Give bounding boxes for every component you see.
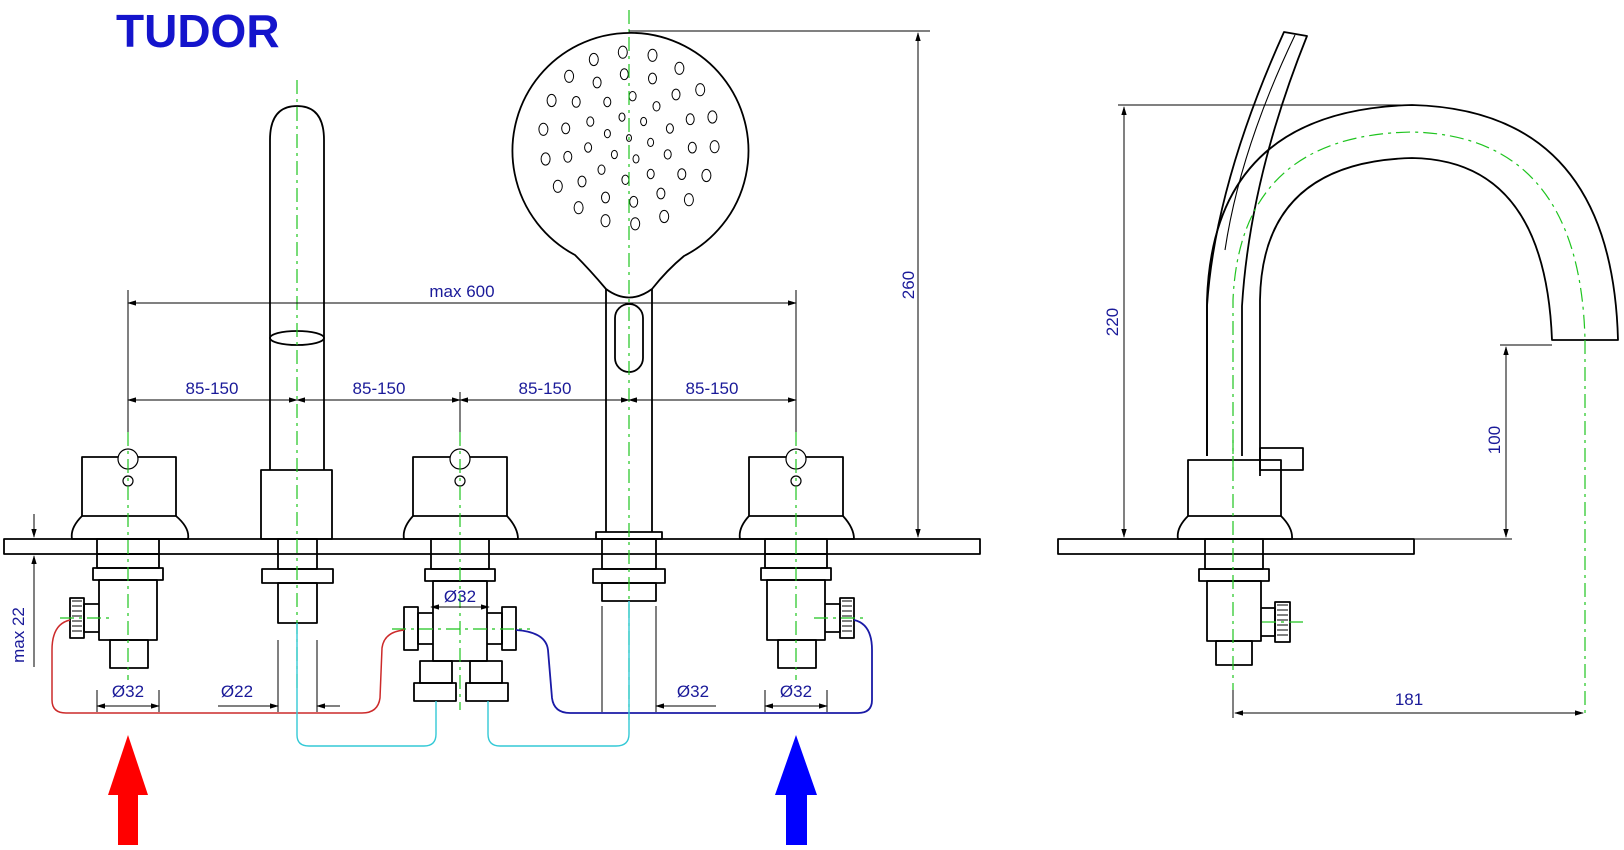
- nozzle-hole: [571, 96, 581, 108]
- nozzle-hole: [665, 123, 674, 134]
- cold-pipe: [515, 619, 873, 714]
- dim-outlet-height-100: 100: [1485, 426, 1504, 454]
- nozzle-hole: [652, 101, 661, 112]
- nozzle-hole: [538, 122, 549, 136]
- nozzle-hole: [588, 52, 599, 67]
- nozzle-hole: [663, 149, 672, 160]
- nozzle-hole: [687, 141, 697, 154]
- nozzle-hole: [564, 69, 575, 83]
- dim-deck-max-22: max 22: [9, 607, 28, 663]
- nozzle-hole: [701, 168, 712, 183]
- dim-shower-diameter: Ø32: [677, 682, 709, 701]
- nozzle-hole: [601, 191, 610, 204]
- hot-valve: [69, 448, 190, 669]
- dim-hot-diameter: Ø32: [112, 682, 144, 701]
- side-view: 220 100 181: [1057, 31, 1619, 718]
- hot-pipe: [51, 619, 405, 714]
- nozzle-hole: [709, 140, 720, 154]
- nozzle-hole: [618, 112, 626, 122]
- nozzle-hole: [674, 61, 685, 75]
- nozzle-hole: [707, 110, 718, 124]
- nozzle-hole: [629, 195, 639, 208]
- nozzle-hole: [600, 214, 611, 228]
- shower-pipe: [487, 601, 630, 747]
- nozzle-hole: [630, 217, 641, 231]
- nozzle-hole: [540, 152, 551, 166]
- dim-spacing-1: 85-150: [186, 379, 239, 398]
- nozzle-hole: [648, 72, 657, 85]
- nozzle-hole: [646, 168, 655, 180]
- nozzle-hole: [647, 137, 655, 147]
- nozzle-hole: [619, 68, 629, 81]
- nozzle-hole: [592, 76, 602, 89]
- nozzle-hole: [647, 48, 658, 62]
- dim-projection-181: 181: [1395, 690, 1423, 709]
- nozzle-hole: [577, 175, 587, 188]
- nozzle-hole: [603, 129, 611, 139]
- hot-water-arrow: [108, 735, 148, 845]
- nozzle-hole: [563, 150, 573, 163]
- nozzle-hole: [573, 201, 584, 215]
- dim-diverter-diameter: Ø32: [444, 587, 476, 606]
- nozzle-hole: [685, 113, 695, 126]
- dim-spout-height-220: 220: [1103, 308, 1122, 336]
- dim-spout-diameter: Ø22: [221, 682, 253, 701]
- dim-spacing-3: 85-150: [519, 379, 572, 398]
- nozzle-hole: [561, 122, 571, 135]
- nozzle-hole: [584, 142, 593, 153]
- shower-nozzles: [538, 45, 720, 231]
- nozzle-hole: [671, 88, 681, 101]
- nozzle-hole: [586, 116, 595, 127]
- front-view: max 600 85-150 85-150 85-150 85-150 260 …: [3, 10, 981, 845]
- cold-water-arrow: [775, 735, 817, 845]
- nozzle-hole: [695, 83, 706, 97]
- cold-valve: [738, 448, 855, 669]
- nozzle-hole: [659, 209, 670, 224]
- nozzle-hole: [546, 93, 557, 108]
- dim-spacing-4: 85-150: [686, 379, 739, 398]
- nozzle-hole: [621, 174, 630, 186]
- hand-shower: [511, 31, 750, 602]
- dim-height-260: 260: [899, 271, 918, 299]
- nozzle-hole: [656, 187, 666, 200]
- nozzle-hole: [552, 179, 563, 193]
- nozzle-hole: [640, 116, 648, 127]
- deck-plate: [3, 538, 981, 555]
- dim-cold-diameter: Ø32: [780, 682, 812, 701]
- nozzle-hole: [677, 168, 687, 181]
- nozzle-hole: [610, 149, 618, 160]
- brand-title: TUDOR: [116, 5, 280, 57]
- nozzle-hole: [628, 91, 637, 102]
- nozzle-hole: [597, 164, 606, 175]
- side-deck-plate: [1057, 538, 1415, 555]
- nozzle-hole: [617, 45, 628, 59]
- dim-max-600: max 600: [429, 282, 494, 301]
- nozzle-hole: [632, 154, 640, 164]
- dim-spacing-2: 85-150: [353, 379, 406, 398]
- diverter-valve: [402, 448, 519, 702]
- nozzle-hole: [603, 96, 612, 108]
- nozzle-hole: [683, 193, 694, 207]
- spout-pipe: [296, 623, 437, 747]
